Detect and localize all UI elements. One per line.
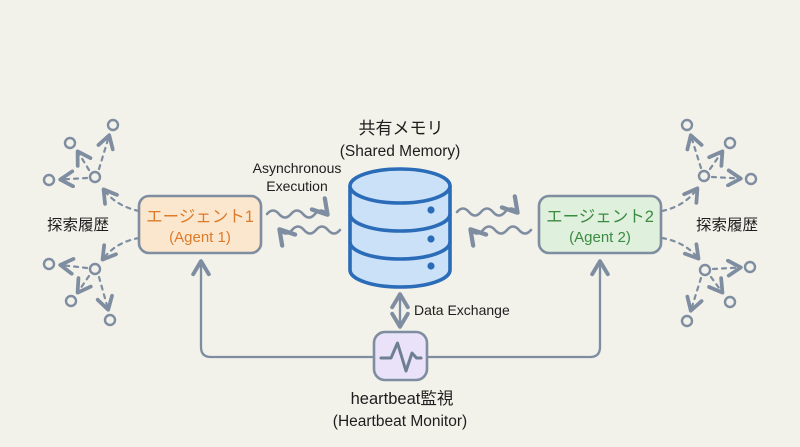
- shared-memory-title-en: (Shared Memory): [340, 143, 461, 160]
- agent2-label-en: (Agent 2): [569, 229, 631, 246]
- database-icon: [348, 167, 452, 289]
- agent1-label-jp: エージェント1: [146, 208, 254, 226]
- heartbeat-connector-lines: [191, 259, 610, 359]
- async-execution-label-line2: Execution: [266, 178, 327, 194]
- branching-search-tree-icon: [42, 236, 141, 327]
- search-history-label-right: 探索履歴: [696, 216, 758, 234]
- async-wavy-arrows-left: [265, 196, 342, 248]
- agent1-node: エージェント1 (Agent 1): [137, 194, 263, 255]
- branching-search-tree-icon: [660, 236, 757, 328]
- data-exchange-label: Data Exchange: [414, 302, 510, 318]
- agent1-label-en: (Agent 1): [169, 229, 231, 246]
- heartbeat-label-en: (Heartbeat Monitor): [333, 413, 467, 430]
- heartbeat-monitor-node: [372, 330, 429, 382]
- async-execution-label-line1: Asynchronous: [253, 160, 342, 176]
- agent2-label-jp: エージェント2: [546, 208, 654, 226]
- heartbeat-pulse-icon: [379, 341, 423, 373]
- async-wavy-arrows-right: [455, 194, 533, 248]
- agent2-node: エージェント2 (Agent 2): [537, 194, 663, 255]
- branching-search-tree-icon: [42, 118, 141, 213]
- search-history-label-left: 探索履歴: [47, 216, 109, 234]
- branching-search-tree-icon: [660, 118, 758, 213]
- shared-memory-title-jp: 共有メモリ: [359, 119, 444, 138]
- heartbeat-label-jp: heartbeat監視: [351, 389, 454, 408]
